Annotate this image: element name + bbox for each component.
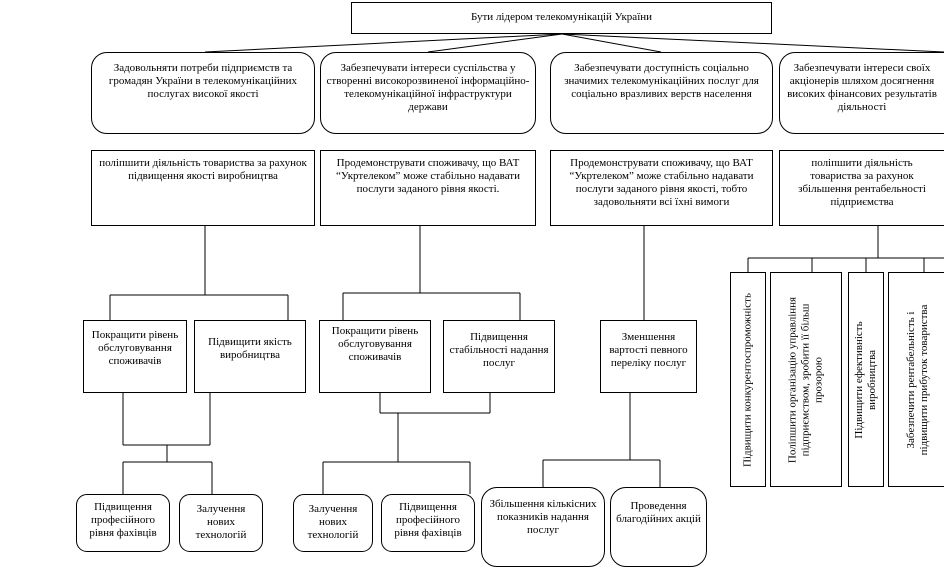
subgoal-label: поліпшити діяльність товариства за рахун… (798, 157, 926, 208)
root-goal-label: Бути лідером телекомунікацій України (470, 11, 653, 23)
subgoal-box-3: Продемонструвати споживачу, що ВАТ “Укрт… (550, 150, 773, 226)
subgoal-label: Продемонструвати споживачу, що ВАТ “Укрт… (336, 157, 520, 195)
subgoal-label: поліпшити діяльність товариства за рахун… (99, 157, 307, 182)
task-box-3-1: Зменшення вартості певного переліку посл… (600, 320, 697, 393)
task-box-1-2: Підвищити якість виробництва (194, 320, 306, 393)
task-box-1-1: Покращити рівень обслуговування споживач… (83, 320, 187, 393)
task-box-4-2: Поліпшити організацію управління підприє… (770, 272, 842, 487)
goal-label: Забезпечувати інтереси суспільства у ств… (326, 62, 530, 113)
task-label: Підвищити якість виробництва (208, 336, 292, 361)
goal-box-1: Задовольняти потреби підприємств та гром… (91, 52, 315, 134)
action-label: Підвищення професійного рівня фахівців (89, 501, 157, 539)
task-box-2-1: Покращити рівень обслуговування споживач… (319, 320, 431, 393)
action-box-1-2: Залучення нових технологій (179, 494, 263, 552)
goal-box-3: Забезпечувати доступність соціально знач… (550, 52, 773, 134)
task-label: Підвищити ефективність виробництва (853, 320, 878, 439)
goal-label: Задовольняти потреби підприємств та гром… (108, 62, 298, 100)
action-label: Залучення нових технологій (195, 503, 247, 541)
action-box-2-2: Підвищення професійного рівня фахівців (381, 494, 475, 552)
subgoal-box-2: Продемонструвати споживачу, що ВАТ “Укрт… (320, 150, 536, 226)
task-label: Підвищити конкурентоспроможність (741, 292, 754, 467)
task-box-4-4: Забезпечити рентабельність і підвищити п… (888, 272, 944, 487)
task-label: Покращити рівень обслуговування споживач… (91, 329, 179, 367)
task-box-4-3: Підвищити ефективність виробництва (848, 272, 884, 487)
goal-box-4: Забезпечувати інтереси своїх акціонерів … (779, 52, 944, 134)
action-box-3-1: Збільшення кількісних показників надання… (481, 487, 605, 567)
task-label: Покращити рівень обслуговування споживач… (331, 325, 419, 363)
goal-label: Забезпечувати інтереси своїх акціонерів … (787, 62, 937, 113)
action-label: Збільшення кількісних показників надання… (489, 498, 597, 536)
subgoal-label: Продемонструвати споживачу, що ВАТ “Укрт… (569, 157, 754, 208)
action-label: Проведення благодійних акцій (616, 500, 701, 525)
task-label: Поліпшити організацію управління підприє… (786, 296, 825, 463)
goal-label: Забезпечувати доступність соціально знач… (564, 62, 759, 100)
action-box-1-1: Підвищення професійного рівня фахівців (76, 494, 170, 552)
task-label: Зменшення вартості певного переліку посл… (609, 331, 688, 369)
subgoal-box-4: поліпшити діяльність товариства за рахун… (779, 150, 944, 226)
task-box-4-1: Підвищити конкурентоспроможність (730, 272, 766, 487)
task-label: Підвищення стабільності надання послуг (449, 331, 549, 369)
action-label: Підвищення професійного рівня фахівців (394, 501, 462, 539)
task-box-2-2: Підвищення стабільності надання послуг (443, 320, 555, 393)
task-label: Забезпечити рентабельність і підвищити п… (905, 304, 930, 455)
action-box-3-2: Проведення благодійних акцій (610, 487, 707, 567)
action-box-2-1: Залучення нових технологій (293, 494, 373, 552)
subgoal-box-1: поліпшити діяльність товариства за рахун… (91, 150, 315, 226)
goal-box-2: Забезпечувати інтереси суспільства у ств… (320, 52, 536, 134)
root-goal-box: Бути лідером телекомунікацій України (351, 2, 772, 34)
action-label: Залучення нових технологій (307, 503, 359, 541)
